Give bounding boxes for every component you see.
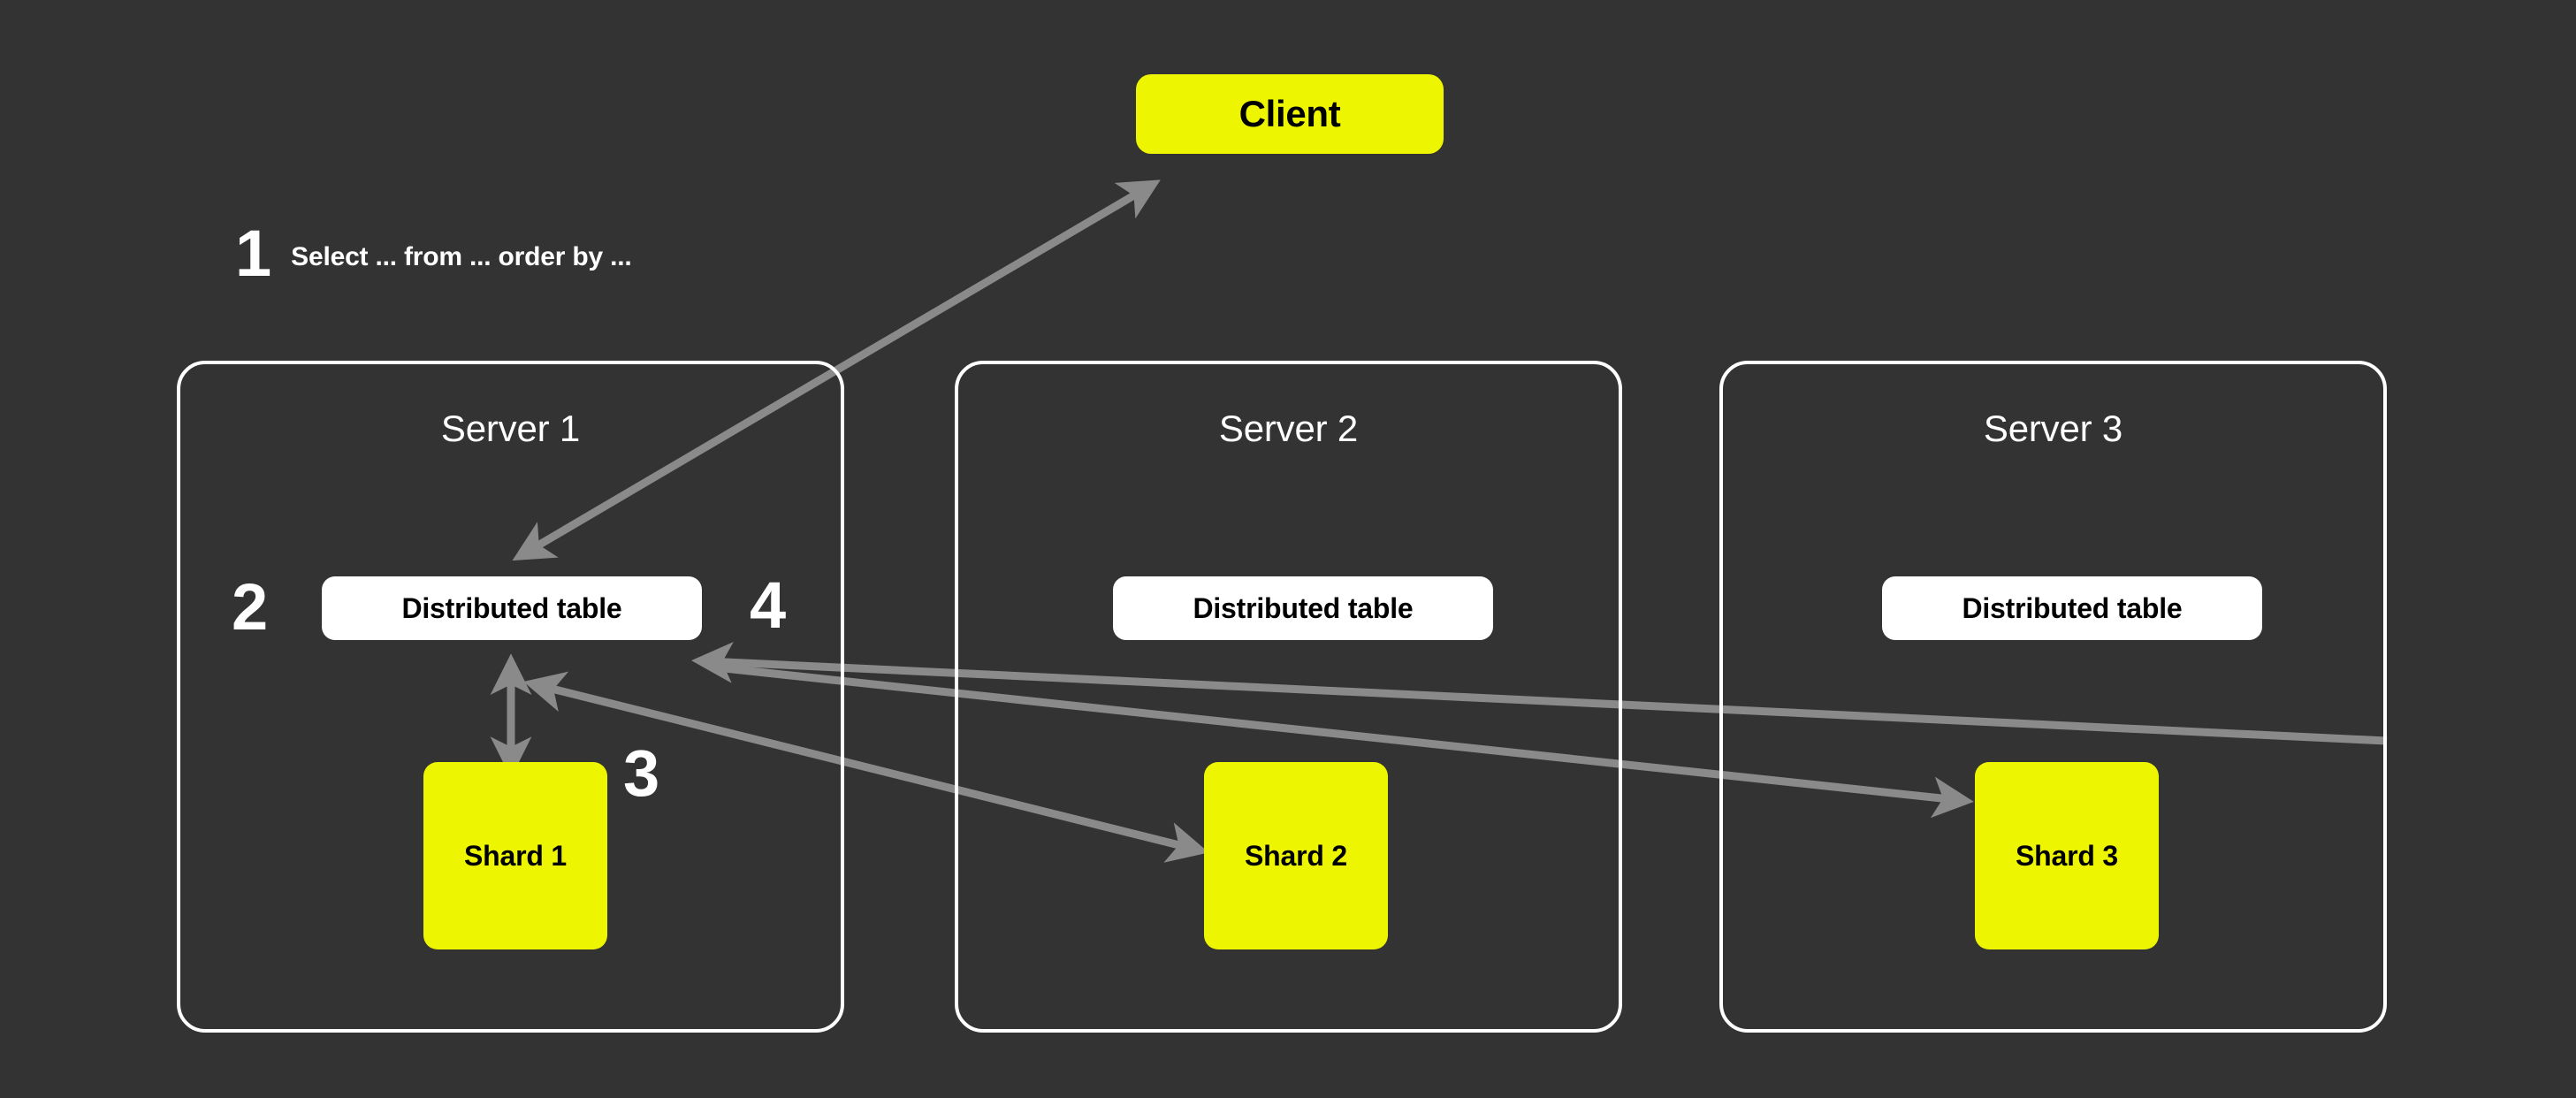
distributed-table-3[interactable]: Distributed table bbox=[1882, 576, 2262, 640]
step-4-number: 4 bbox=[750, 568, 787, 642]
server-panel-3[interactable]: Server 3 Distributed table Shard 3 bbox=[1719, 361, 2387, 1033]
shard-2-label: Shard 2 bbox=[1245, 840, 1347, 872]
distributed-table-2[interactable]: Distributed table bbox=[1113, 576, 1493, 640]
shard-node-3[interactable]: Shard 3 bbox=[1975, 762, 2159, 949]
distributed-table-2-label: Distributed table bbox=[1193, 592, 1414, 624]
step-2-number: 2 bbox=[232, 570, 269, 644]
client-label: Client bbox=[1238, 93, 1341, 134]
distributed-table-1-label: Distributed table bbox=[401, 592, 622, 624]
distributed-table-3-label: Distributed table bbox=[1962, 592, 2183, 624]
server-2-title: Server 2 bbox=[1218, 408, 1359, 449]
shard-node-2[interactable]: Shard 2 bbox=[1204, 762, 1388, 949]
client-node[interactable]: Client bbox=[1136, 74, 1444, 154]
server-3-title: Server 3 bbox=[1983, 408, 2123, 449]
step-1-number: 1 bbox=[235, 217, 272, 290]
server-1-title: Server 1 bbox=[440, 408, 581, 449]
shard-3-label: Shard 3 bbox=[2016, 840, 2118, 872]
server-panel-2[interactable]: Server 2 Distributed table Shard 2 bbox=[955, 361, 1622, 1033]
step-3-number: 3 bbox=[623, 736, 660, 810]
shard-1-label: Shard 1 bbox=[464, 840, 567, 872]
step-1-caption: 1 Select ... from ... order by ... bbox=[235, 221, 632, 286]
server-panel-1[interactable]: Server 1 Distributed table Shard 1 bbox=[177, 361, 844, 1033]
shard-node-1[interactable]: Shard 1 bbox=[423, 762, 607, 949]
distributed-table-1[interactable]: Distributed table bbox=[322, 576, 702, 640]
step-1-query-text: Select ... from ... order by ... bbox=[291, 242, 632, 271]
